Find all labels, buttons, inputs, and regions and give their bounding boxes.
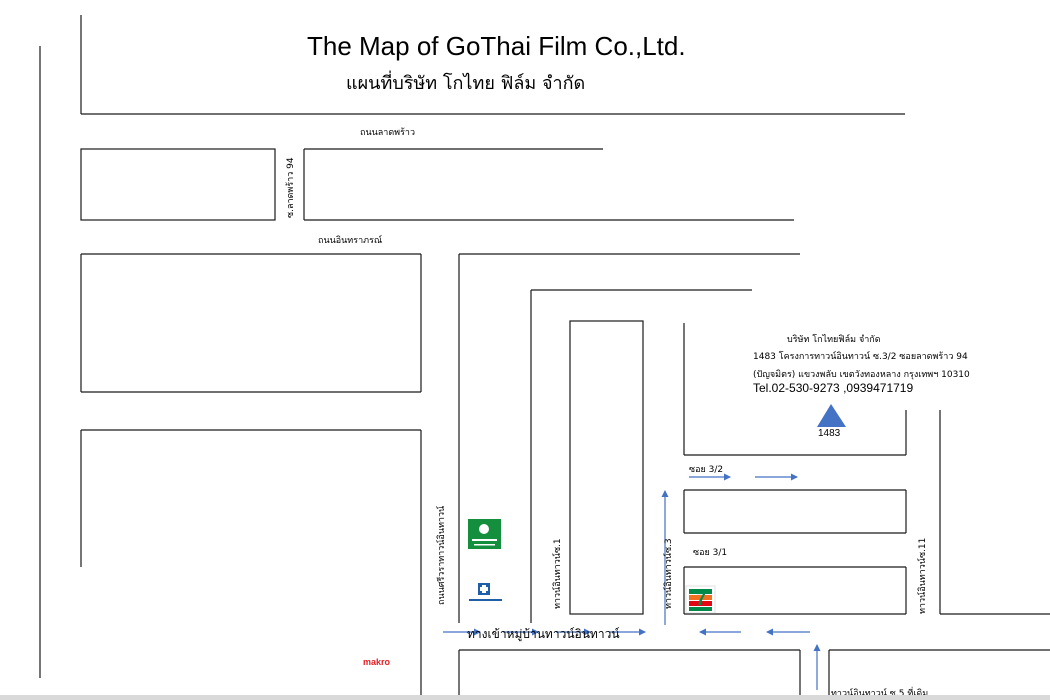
bottom-scrollbar[interactable] xyxy=(0,695,1050,700)
company-marker-label: 1483 xyxy=(818,428,841,439)
company-marker-icon[interactable] xyxy=(817,404,846,427)
title-frame xyxy=(80,15,905,115)
company-tel[interactable]: Tel.02-530-9273 ,0939471719 xyxy=(753,381,914,395)
company-address-line1: 1483 โครงการทาวน์อินทาวน์ ซ.3/2 ซอยลาดพร… xyxy=(753,352,968,362)
road-label-inthraphorn: ถนนอินทราภรณ์ xyxy=(318,236,383,246)
seven-eleven-icon xyxy=(685,585,716,614)
road-label-soi-3-2: ซอย 3/2 xyxy=(689,465,724,475)
road-label-soi-3-1: ซอย 3/1 xyxy=(693,548,728,558)
hospital-icon xyxy=(468,580,502,607)
road-label-soi-1: ทาวน์อินทาวน์ซ.1 xyxy=(553,538,563,609)
map-title-en: The Map of GoThai Film Co.,Ltd. xyxy=(307,31,686,61)
seven-eleven-label: 7 xyxy=(696,589,707,609)
company-address-line2: (ปัญจมิตร) แขวงพลับ เขตวังทองหลาง กรุงเท… xyxy=(753,370,970,380)
road-label-lat-phrao: ถนนลาดพร้าว xyxy=(360,128,416,138)
makro-logo: makro xyxy=(363,657,391,667)
road-label-soi-94: ซ.ลาดพร้าว 94 xyxy=(286,157,296,218)
block-lat-phrao-left xyxy=(80,148,276,221)
road-label-soi-5-old: ทาวน์อินทาวน์ ซ.5 ที่เดิม xyxy=(831,689,929,699)
block-soi-1 xyxy=(569,320,644,615)
road-label-soi-3: ทาวน์อินทาวน์ซ.3 xyxy=(664,538,674,609)
map-title-th: แผนที่บริษัท โกไทย ฟิล์ม จำกัด xyxy=(346,73,586,94)
road-label-village-entrance: ทางเข้าหมู่บ้านทาวน์อินทาวน์ xyxy=(467,627,620,641)
road-label-sriwara: ถนนศรีวราทาวน์อินทาวน์ xyxy=(437,505,447,605)
company-name: บริษัท โกไทยฟิล์ม จำกัด xyxy=(787,335,881,345)
road-label-soi-11: ทาวน์อินทาวน์ซ.11 xyxy=(918,537,928,614)
road-lines xyxy=(80,148,1050,695)
kbank-icon xyxy=(468,519,501,549)
direction-arrows xyxy=(443,473,821,690)
